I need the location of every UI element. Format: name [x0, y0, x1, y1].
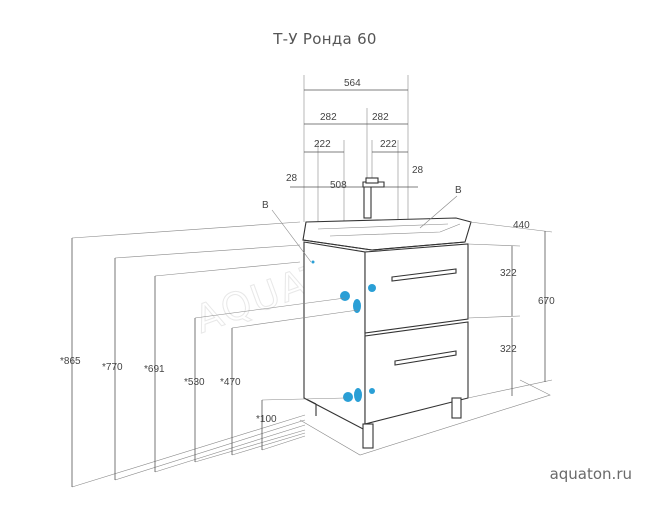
- cabinet: [303, 241, 469, 449]
- page-title: Т-У Ронда 60: [273, 30, 377, 48]
- mounting-points: [311, 260, 376, 402]
- dim-470: *470: [220, 377, 241, 388]
- dim-770: *770: [102, 362, 123, 373]
- website-link[interactable]: aquaton.ru: [549, 465, 632, 483]
- dim-440: 440: [513, 220, 530, 231]
- dim-508: 508: [330, 180, 347, 191]
- dim-670: 670: [538, 296, 555, 307]
- dim-691: *691: [144, 364, 165, 375]
- faucet: [362, 177, 385, 219]
- dim-564: 564: [344, 78, 361, 89]
- marker-b-left: B: [262, 200, 269, 211]
- dim-28-left: 28: [286, 173, 298, 184]
- marker-b-right: B: [455, 185, 462, 196]
- upper-handle: [391, 268, 457, 282]
- upper-drawer: [364, 243, 469, 334]
- dim-28-right: 28: [412, 165, 424, 176]
- dim-282-right: 282: [372, 112, 389, 123]
- dim-282-left: 282: [320, 112, 337, 123]
- washbasin: [302, 217, 472, 251]
- dim-222-left: 222: [314, 139, 331, 150]
- dim-530: *530: [184, 377, 205, 388]
- dim-865: *865: [60, 356, 81, 367]
- dim-322-lower: 322: [500, 344, 517, 355]
- dim-322-upper: 322: [500, 268, 517, 279]
- lower-handle: [394, 350, 457, 366]
- dim-222-right: 222: [380, 139, 397, 150]
- dim-100: *100: [256, 414, 277, 425]
